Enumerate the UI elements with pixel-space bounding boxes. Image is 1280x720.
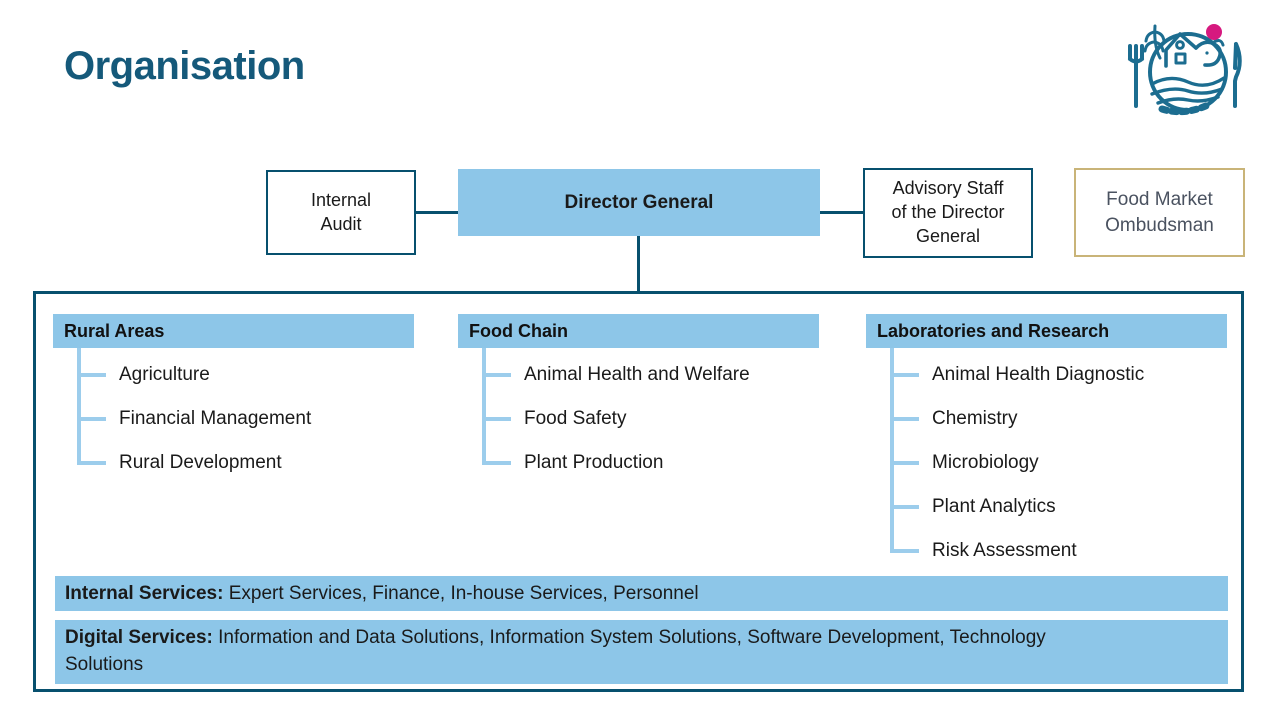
connector-director-general-down [637, 236, 640, 291]
internal-services-title: Internal Services: [65, 583, 224, 604]
department-column-food-chain: Food Chain Animal Health and Welfare Foo… [458, 314, 819, 485]
unit-label: Microbiology [932, 452, 1039, 473]
unit-item: Chemistry [890, 397, 1227, 441]
tree-line [77, 348, 81, 463]
unit-item: Animal Health and Welfare [482, 353, 819, 397]
tree-tick [890, 505, 919, 509]
fork-icon [1128, 44, 1144, 108]
internal-audit-box: Internal Audit [266, 170, 416, 255]
page-title: Organisation [64, 44, 305, 88]
advisory-staff-box: Advisory Staff of the Director General [863, 168, 1033, 258]
digital-services-bar: Digital Services: Information and Data S… [55, 620, 1228, 684]
unit-label: Animal Health Diagnostic [932, 364, 1145, 385]
unit-item: Microbiology [890, 441, 1227, 485]
unit-item: Risk Assessment [890, 529, 1227, 573]
unit-label: Risk Assessment [932, 540, 1077, 561]
tree-tick [77, 461, 106, 465]
department-header: Rural Areas [53, 314, 414, 348]
director-general-box: Director General [458, 169, 820, 236]
unit-item: Plant Production [482, 441, 819, 485]
digital-services-list: Information and Data Solutions, Informat… [65, 627, 1046, 675]
food-authority-logo [1128, 24, 1242, 116]
digital-services-title: Digital Services: [65, 627, 213, 648]
connector-advisory-staff [820, 211, 863, 214]
director-general-label: Director General [564, 191, 714, 213]
department-header: Laboratories and Research [866, 314, 1227, 348]
tree-tick [77, 417, 106, 421]
unit-label: Plant Analytics [932, 496, 1056, 517]
tree-tick [77, 373, 106, 377]
department-header: Food Chain [458, 314, 819, 348]
department-column-laboratories: Laboratories and Research Animal Health … [866, 314, 1227, 573]
tree-line [482, 348, 486, 463]
unit-label: Plant Production [524, 452, 664, 473]
internal-services-bar: Internal Services: Expert Services, Fina… [55, 576, 1228, 611]
tree-tick [482, 417, 511, 421]
food-market-ombudsman-box: Food Market Ombudsman [1074, 168, 1245, 257]
tree-line [890, 348, 894, 550]
internal-services-list: Expert Services, Finance, In-house Servi… [223, 583, 699, 604]
knife-icon [1233, 42, 1242, 108]
tree-tick [482, 373, 511, 377]
connector-internal-audit [416, 211, 458, 214]
tree-tick [890, 549, 919, 553]
departments-container: Rural Areas Agriculture Financial Manage… [33, 291, 1244, 692]
pink-dot-icon [1206, 24, 1222, 40]
unit-item: Food Safety [482, 397, 819, 441]
internal-services-text: Internal Services: Expert Services, Fina… [65, 583, 699, 604]
tree-tick [890, 373, 919, 377]
unit-item: Financial Management [77, 397, 414, 441]
plate-farm-icon [1143, 24, 1228, 116]
unit-item: Agriculture [77, 353, 414, 397]
food-market-ombudsman-label: Food Market Ombudsman [1105, 189, 1214, 236]
department-column-rural-areas: Rural Areas Agriculture Financial Manage… [53, 314, 414, 485]
unit-tree: Animal Health Diagnostic Chemistry Micro… [890, 348, 1227, 573]
unit-item: Animal Health Diagnostic [890, 353, 1227, 397]
internal-audit-label: Internal Audit [310, 189, 372, 234]
unit-label: Agriculture [119, 364, 210, 385]
unit-item: Rural Development [77, 441, 414, 485]
tree-tick [482, 461, 511, 465]
tree-tick [890, 461, 919, 465]
unit-label: Financial Management [119, 408, 312, 429]
unit-tree: Animal Health and Welfare Food Safety Pl… [482, 348, 819, 485]
unit-label: Chemistry [932, 408, 1018, 429]
unit-label: Rural Development [119, 452, 282, 473]
tree-tick [890, 417, 919, 421]
advisory-staff-label: Advisory Staff of the Director General [891, 178, 1005, 246]
unit-tree: Agriculture Financial Management Rural D… [77, 348, 414, 485]
unit-label: Food Safety [524, 408, 627, 429]
unit-item: Plant Analytics [890, 485, 1227, 529]
unit-label: Animal Health and Welfare [524, 364, 750, 385]
digital-services-text: Digital Services: Information and Data S… [65, 624, 1110, 678]
